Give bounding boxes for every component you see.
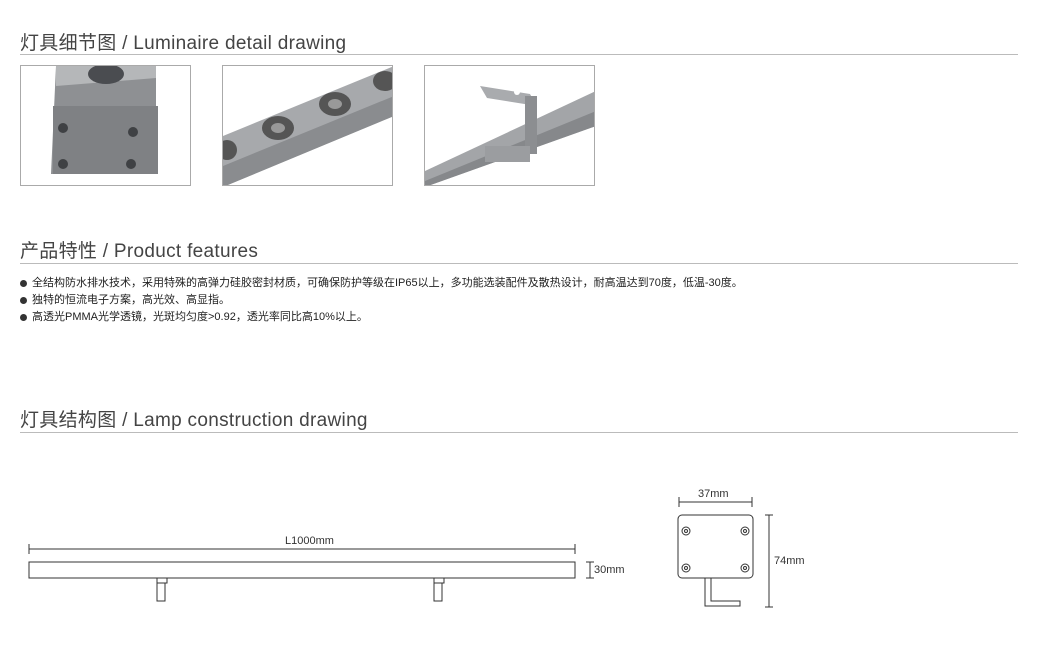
length-dimension-label: L1000mm bbox=[285, 535, 334, 547]
bullet-icon bbox=[20, 313, 27, 321]
divider bbox=[20, 54, 1018, 55]
feature-text: 独特的恒流电子方案，高光效、高显指。 bbox=[32, 294, 230, 306]
detail-photo-end-cap bbox=[20, 65, 191, 186]
features-list: 全结构防水排水技术，采用特殊的高弹力硅胶密封材质，可确保防护等级在IP65以上，… bbox=[20, 275, 743, 326]
divider bbox=[20, 432, 1018, 433]
detail-photo-bracket bbox=[424, 65, 595, 186]
feature-item: 全结构防水排水技术，采用特殊的高弹力硅胶密封材质，可确保防护等级在IP65以上，… bbox=[20, 275, 743, 292]
detail-section-title: 灯具细节图 / Luminaire detail drawing bbox=[20, 33, 347, 54]
feature-text: 高透光PMMA光学透镜，光斑均匀度>0.92，透光率同比高10%以上。 bbox=[32, 311, 368, 323]
divider bbox=[20, 263, 1018, 264]
height-dimension-label: 30mm bbox=[594, 564, 625, 576]
side-height-dimension-label: 74mm bbox=[774, 555, 805, 567]
feature-item: 高透光PMMA光学透镜，光斑均匀度>0.92，透光率同比高10%以上。 bbox=[20, 309, 743, 326]
width-dimension-label: 37mm bbox=[698, 488, 729, 500]
bullet-icon bbox=[20, 296, 27, 304]
bullet-icon bbox=[20, 279, 27, 287]
construction-section-title: 灯具结构图 / Lamp construction drawing bbox=[20, 410, 368, 431]
detail-photo-lenses bbox=[222, 65, 393, 186]
feature-item: 独特的恒流电子方案，高光效、高显指。 bbox=[20, 292, 743, 309]
feature-text: 全结构防水排水技术，采用特殊的高弹力硅胶密封材质，可确保防护等级在IP65以上，… bbox=[32, 277, 743, 289]
features-section-title: 产品特性 / Product features bbox=[20, 241, 259, 262]
